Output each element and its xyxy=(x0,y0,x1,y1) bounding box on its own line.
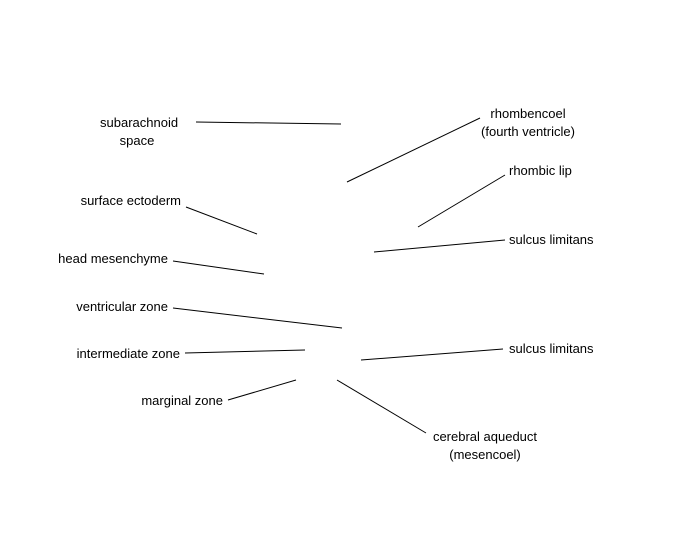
label-sulcus-limitans-upper: sulcus limitans xyxy=(509,231,594,249)
label-surface-ectoderm: surface ectoderm xyxy=(81,192,181,210)
label-cerebral-aqueduct-line1: cerebral aqueduct xyxy=(432,429,538,444)
leader-line-cerebral-aqueduct xyxy=(336,379,427,434)
label-cerebral-aqueduct: cerebral aqueduct (mesencoel) xyxy=(420,428,550,464)
leader-line-rhombencoel xyxy=(346,117,481,183)
label-marginal-zone-text: marginal zone xyxy=(141,393,223,408)
leader-line-head-mesenchyme xyxy=(172,260,265,275)
label-subarachnoid-space: subarachnoid space xyxy=(100,114,179,150)
label-rhombencoel: rhombencoel (fourth ventricle) xyxy=(468,105,588,141)
leader-line-sulcus-limitans-lower xyxy=(360,348,504,361)
leader-line-subarachnoid-space xyxy=(195,121,342,125)
label-ventricular-zone: ventricular zone xyxy=(76,298,168,316)
leader-line-ventricular-zone xyxy=(172,307,343,329)
label-rhombic-lip-text: rhombic lip xyxy=(509,163,572,178)
label-sulcus-limitans-lower: sulcus limitans xyxy=(509,340,594,358)
leader-line-surface-ectoderm xyxy=(185,206,258,235)
leader-line-rhombic-lip xyxy=(417,174,506,228)
label-head-mesenchyme-text: head mesenchyme xyxy=(58,251,168,266)
label-sulcus-limitans-upper-text: sulcus limitans xyxy=(509,232,594,247)
label-rhombencoel-line2: (fourth ventricle) xyxy=(481,124,575,139)
label-subarachnoid-space-line1: subarachnoid xyxy=(100,115,179,130)
label-intermediate-zone-text: intermediate zone xyxy=(76,346,180,361)
label-rhombencoel-line1: rhombencoel xyxy=(490,106,566,121)
label-ventricular-zone-text: ventricular zone xyxy=(76,299,168,314)
label-subarachnoid-space-line2: space xyxy=(119,133,155,148)
label-cerebral-aqueduct-line2: (mesencoel) xyxy=(449,447,521,462)
label-marginal-zone: marginal zone xyxy=(141,392,223,410)
leader-line-sulcus-limitans-upper xyxy=(373,239,506,253)
leader-line-marginal-zone xyxy=(227,379,297,401)
leader-line-intermediate-zone xyxy=(184,349,306,354)
label-head-mesenchyme: head mesenchyme xyxy=(58,250,168,268)
label-surface-ectoderm-text: surface ectoderm xyxy=(80,193,181,208)
label-rhombic-lip: rhombic lip xyxy=(509,162,572,180)
label-intermediate-zone: intermediate zone xyxy=(77,345,180,363)
label-sulcus-limitans-lower-text: sulcus limitans xyxy=(509,341,594,356)
